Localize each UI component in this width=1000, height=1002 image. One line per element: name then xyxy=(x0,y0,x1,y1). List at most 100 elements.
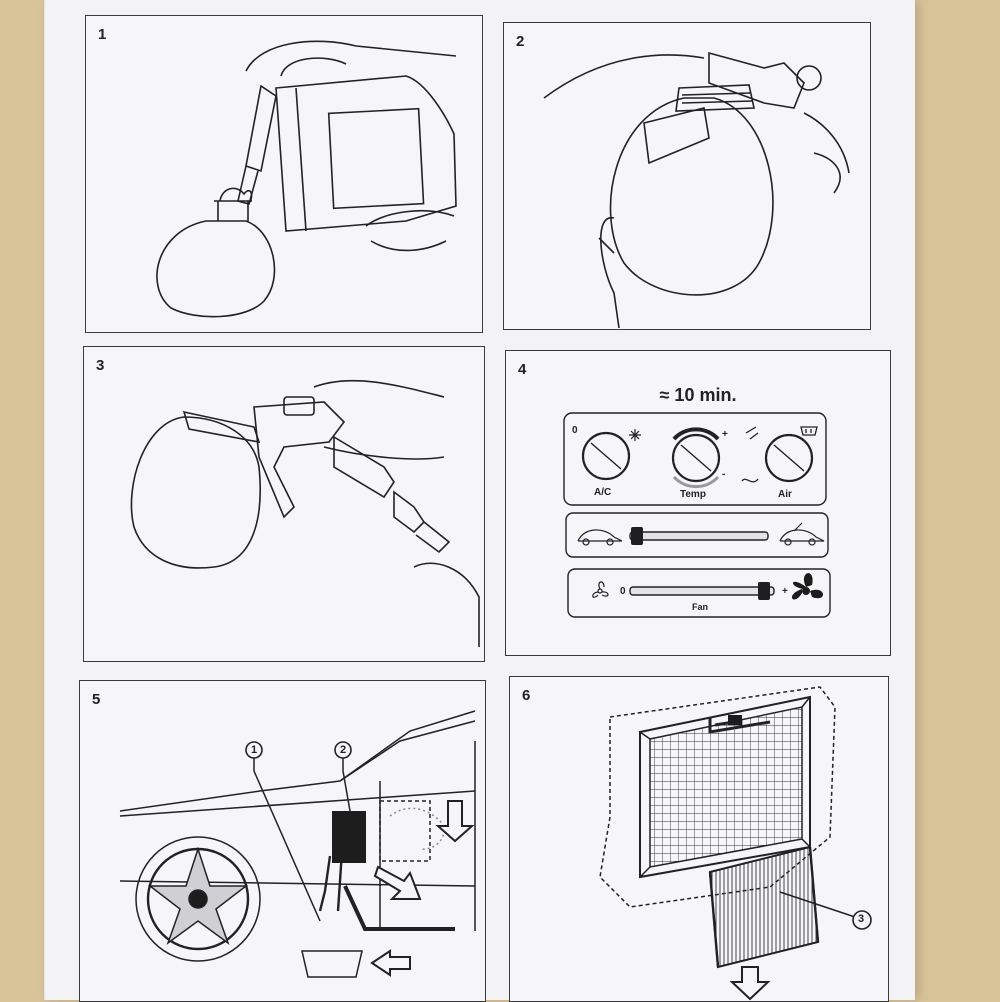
hand-bottom xyxy=(413,562,480,647)
spray-mist xyxy=(389,807,445,850)
fresh-air-icon xyxy=(779,522,825,546)
step-4-panel: 4 ≈ 10 min. xyxy=(505,350,891,656)
ac-knob xyxy=(581,431,631,481)
callout-3-label: 3 xyxy=(858,913,865,925)
snowflake-icon xyxy=(629,429,641,441)
air-label: Air xyxy=(778,489,792,500)
step-6-illustration xyxy=(599,686,872,1001)
canister-spout xyxy=(245,84,277,173)
fan-high-icon xyxy=(791,573,824,600)
hand-right xyxy=(803,112,850,194)
callout-2-label: 2 xyxy=(340,744,347,756)
recirc-slider-panel xyxy=(565,512,829,558)
filter-out-arrow xyxy=(729,966,771,1001)
hand-top xyxy=(313,379,445,460)
bottle-cap xyxy=(675,84,755,112)
hand-left xyxy=(598,217,620,329)
temp-plus-label: + xyxy=(722,429,728,440)
temp-knob xyxy=(671,427,721,489)
recirc-slider-track xyxy=(629,531,769,541)
left-arrow xyxy=(370,949,411,977)
step-4-controls xyxy=(563,412,831,618)
front-wheel xyxy=(135,836,261,962)
probe xyxy=(343,885,455,931)
cabin-filter xyxy=(708,845,820,969)
pump-head xyxy=(708,51,805,109)
canister-label xyxy=(327,107,425,210)
cleaner-canister xyxy=(275,75,457,232)
manual-page: 1 2 xyxy=(44,0,915,1002)
spray-bottle xyxy=(156,220,276,318)
temp-label: Temp xyxy=(680,489,706,500)
gauge-dial xyxy=(796,65,822,91)
callout-3-circle xyxy=(852,910,872,930)
fan-slider-track xyxy=(629,586,775,596)
hand-top xyxy=(245,40,457,77)
bottle xyxy=(609,97,774,296)
callout-3-line xyxy=(779,891,856,918)
step-2-number: 2 xyxy=(516,33,525,50)
straw-label xyxy=(643,107,710,165)
callout-1-label: 1 xyxy=(251,744,258,756)
fan-zero-label: 0 xyxy=(620,586,626,597)
temp-arc-hot xyxy=(672,427,720,441)
air-knob xyxy=(764,433,814,483)
step-5-number: 5 xyxy=(92,691,101,708)
nozzle-arrow xyxy=(373,865,422,900)
callout-1-line xyxy=(253,756,321,922)
duration-label: ≈ 10 min. xyxy=(659,385,737,405)
bottle-body xyxy=(130,416,261,569)
step-5-illustration xyxy=(119,710,476,978)
foam-top xyxy=(219,187,253,203)
recirc-slider-handle[interactable] xyxy=(630,527,643,545)
trigger-gun xyxy=(253,401,346,519)
fan-plus-label: + xyxy=(782,586,788,597)
callout-2-circle xyxy=(334,741,352,759)
pressure-gauge xyxy=(283,396,315,416)
drain-bowl xyxy=(301,950,363,978)
step-6-panel: 6 xyxy=(509,676,889,1002)
coupler xyxy=(393,490,426,534)
step-6-number: 6 xyxy=(522,687,531,704)
car-side xyxy=(119,790,476,887)
fan-slider-handle[interactable] xyxy=(757,582,770,600)
foot-vent-icon xyxy=(741,478,759,483)
knob-panel xyxy=(563,412,827,506)
callout-2-line xyxy=(342,756,351,812)
vent-icon xyxy=(745,426,759,440)
pipe-clamp xyxy=(728,715,742,725)
recirculation-icon xyxy=(577,529,623,546)
nozzle xyxy=(333,435,395,499)
step-5-panel: 5 xyxy=(79,680,486,1002)
step-1-illustration xyxy=(156,40,457,318)
fan-slider-panel xyxy=(567,568,831,618)
ac-zero-label: 0 xyxy=(572,425,578,436)
step-3-number: 3 xyxy=(96,357,105,374)
step-1-panel: 1 xyxy=(85,15,483,333)
filter-edge xyxy=(708,846,820,968)
temp-minus-label: - xyxy=(722,469,726,480)
hose xyxy=(543,54,705,99)
down-arrow xyxy=(435,800,475,843)
evaporator-housing xyxy=(332,811,366,863)
fan-low-icon xyxy=(592,581,609,598)
defrost-icon xyxy=(800,426,818,436)
fan-label: Fan xyxy=(692,602,709,612)
ac-label: A/C xyxy=(594,487,612,498)
callout-1-circle xyxy=(245,741,263,759)
step-3-panel: 3 xyxy=(83,346,485,662)
step-3-illustration xyxy=(130,379,480,647)
temp-arc-cold xyxy=(672,475,720,489)
step-1-number: 1 xyxy=(98,26,107,43)
car-windshield xyxy=(339,710,476,782)
evaporator-box-outline xyxy=(379,800,431,862)
hand-bottom xyxy=(365,210,455,252)
wheel-hub xyxy=(188,889,208,909)
step-2-panel: 2 xyxy=(503,22,871,330)
hvac-housing-outline xyxy=(599,686,836,908)
step-2-illustration xyxy=(543,51,850,329)
evaporator-core-grid xyxy=(649,706,803,868)
step-4-number: 4 xyxy=(518,361,527,378)
adapter xyxy=(415,521,451,554)
bottle-collar xyxy=(182,410,261,444)
